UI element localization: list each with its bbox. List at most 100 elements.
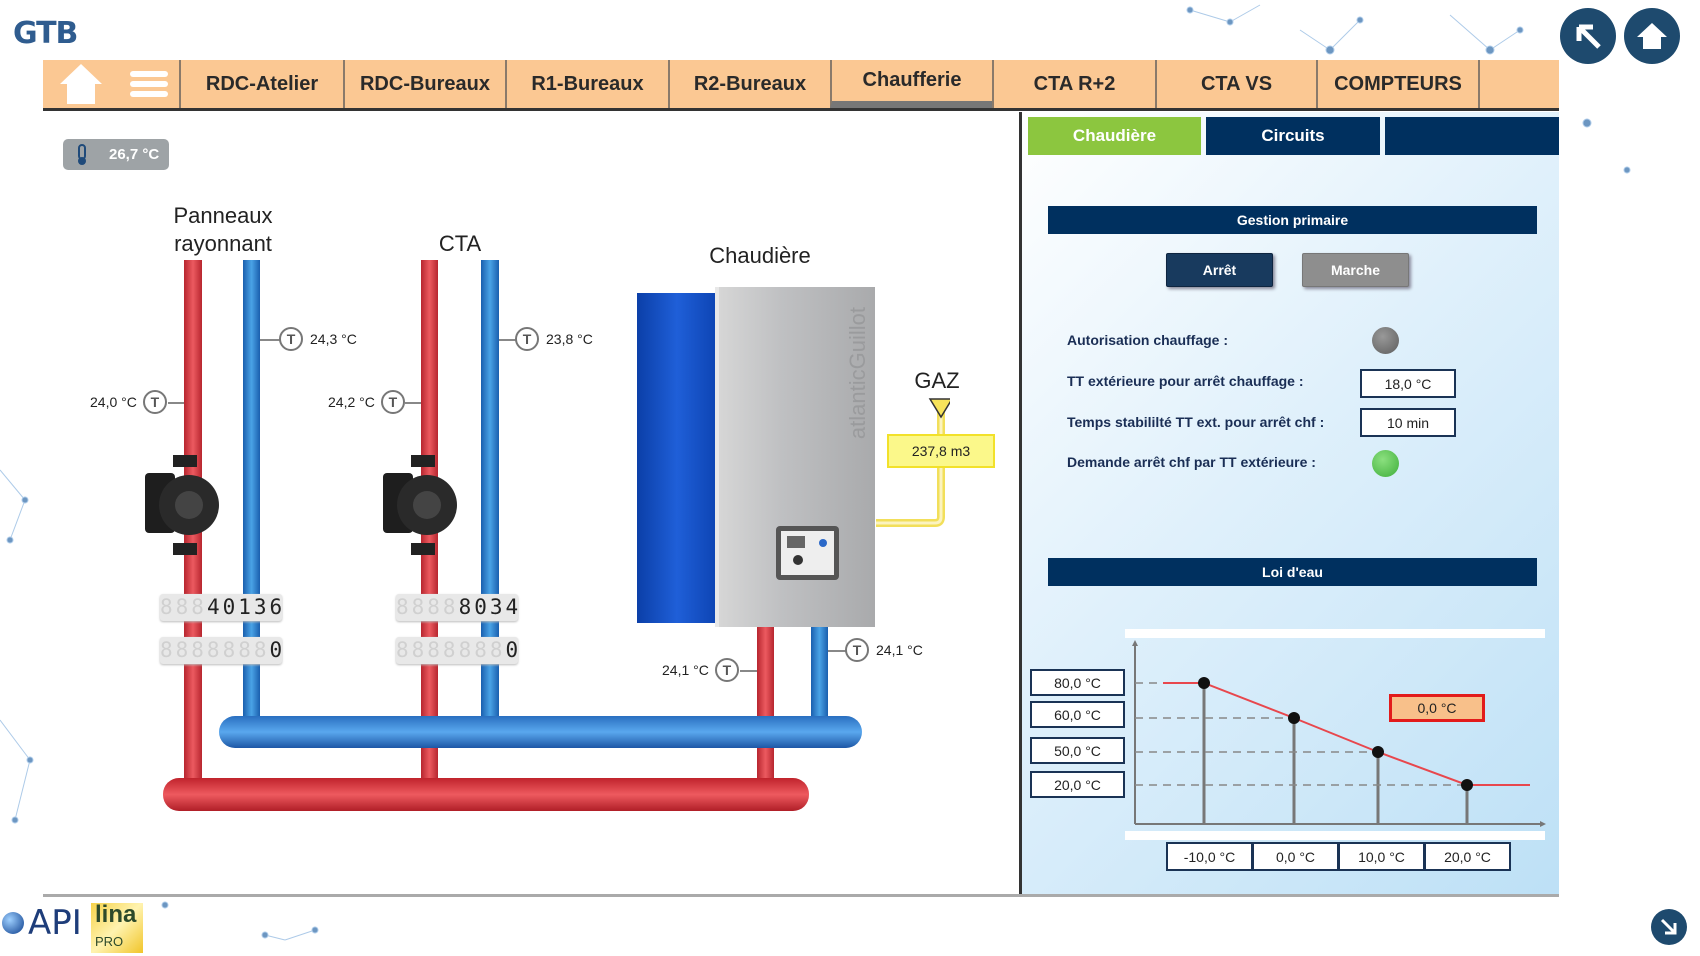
meter-value: 40136	[206, 595, 286, 619]
tab-rdc-bureaux[interactable]: RDC-Bureaux	[343, 60, 505, 108]
boiler-control-panel	[776, 526, 839, 580]
arrow-up-left-icon	[1576, 24, 1601, 49]
boiler-front: atlanticGuillot	[715, 287, 875, 627]
sensor-stem	[260, 339, 280, 341]
main-nav: RDC-Atelier RDC-Bureaux R1-Bureaux R2-Bu…	[43, 60, 1559, 111]
stop-button[interactable]: Arrêt	[1166, 253, 1273, 287]
demande-arret-indicator	[1372, 450, 1399, 477]
loi-deau-header: Loi d'eau	[1048, 558, 1537, 586]
cta-pump-icon	[383, 455, 457, 555]
panel-tab-chaudiere[interactable]: Chaudière	[1028, 117, 1201, 155]
gestion-primaire-header: Gestion primaire	[1048, 206, 1537, 234]
panneaux-return-sensor: T 24,3 °C	[279, 327, 357, 351]
api-logo: API	[2, 903, 82, 943]
panel-tab-empty[interactable]	[1385, 117, 1559, 155]
autorisation-chauffage-label: Autorisation chauffage :	[1067, 332, 1229, 348]
thermometer-icon	[78, 143, 86, 165]
home-icon	[1637, 23, 1667, 49]
tab-compteurs[interactable]: COMPTEURS	[1316, 60, 1478, 108]
home-icon	[60, 64, 102, 104]
tab-r1-bureaux[interactable]: R1-Bureaux	[505, 60, 668, 108]
supply-collector	[163, 778, 809, 811]
run-button[interactable]: Marche	[1302, 253, 1409, 287]
boiler-return-pipe	[811, 613, 828, 720]
home-button[interactable]	[1624, 8, 1680, 64]
temperature-sensor-icon: T	[515, 327, 539, 351]
tab-rdc-atelier[interactable]: RDC-Atelier	[179, 60, 343, 108]
x-label-3[interactable]: 20,0 °C	[1424, 842, 1511, 871]
gas-pipe	[876, 398, 950, 527]
gas-valve-icon	[928, 398, 950, 419]
y-label-3[interactable]: 20,0 °C	[1030, 771, 1125, 798]
panneaux-label-line2: rayonnant	[174, 231, 272, 256]
meter-ghost-digits: 8888	[396, 595, 459, 619]
tab-cta-r2[interactable]: CTA R+2	[992, 60, 1155, 108]
ambient-temperature-badge: 26,7 °C	[63, 139, 169, 170]
meter-value: 8034	[458, 595, 522, 619]
tt-ext-arret-input[interactable]: 18,0 °C	[1360, 369, 1456, 398]
nav-home-button[interactable]	[43, 60, 119, 108]
demande-arret-label: Demande arrêt chf par TT extérieure :	[1067, 454, 1316, 470]
meter-ghost-digits: 8888888	[396, 638, 506, 662]
panel-tab-circuits[interactable]: Circuits	[1206, 117, 1380, 155]
expand-button[interactable]	[1651, 909, 1687, 945]
boiler-return-sensor: T 24,1 °C	[845, 638, 923, 662]
autorisation-chauffage-indicator	[1372, 327, 1399, 354]
axis-arrows	[1132, 640, 1546, 827]
curve-point-2	[1372, 746, 1384, 758]
meter-ghost-digits: 888	[160, 595, 207, 619]
boiler-side	[637, 293, 717, 623]
panneaux-energy-meter: 88840136	[160, 594, 282, 621]
sensor-value: 24,3 °C	[310, 331, 357, 347]
nav-menu-button[interactable]	[119, 60, 179, 108]
tt-ext-arret-label: TT extérieure pour arrêt chauffage :	[1067, 373, 1304, 389]
back-button[interactable]	[1560, 8, 1616, 64]
tab-chaufferie[interactable]: Chaufferie	[830, 60, 992, 108]
cta-return-sensor: T 23,8 °C	[515, 327, 593, 351]
cta-label: CTA	[438, 231, 482, 256]
panneaux-volume-meter: 88888880	[160, 637, 282, 664]
sensor-stem	[740, 670, 757, 672]
boiler-supply-pipe	[757, 618, 774, 780]
y-label-1[interactable]: 60,0 °C	[1030, 701, 1125, 728]
cta-volume-meter: 88888880	[396, 637, 518, 664]
x-label-0[interactable]: -10,0 °C	[1166, 842, 1253, 871]
meter-ghost-digits: 8888888	[160, 638, 270, 662]
gaz-label: GAZ	[914, 368, 960, 393]
gas-volume-display: 237,8 m3	[887, 434, 995, 468]
ambient-temperature-value: 26,7 °C	[109, 146, 160, 163]
x-label-2[interactable]: 10,0 °C	[1338, 842, 1425, 871]
x-label-1[interactable]: 0,0 °C	[1252, 842, 1339, 871]
chart-top-strip	[1125, 629, 1545, 638]
sensor-value: 23,8 °C	[546, 331, 593, 347]
temperature-sensor-icon: T	[714, 658, 739, 682]
boiler-supply-sensor: 24,1 °C T	[662, 658, 739, 682]
boiler-brand: atlanticGuillot	[845, 307, 870, 440]
panneaux-label: Panneaux rayonnant	[143, 202, 303, 258]
tab-r2-bureaux[interactable]: R2-Bureaux	[668, 60, 830, 108]
curve-point-1	[1288, 712, 1300, 724]
sensor-value: 24,1 °C	[876, 642, 923, 658]
hamburger-menu-icon	[130, 71, 168, 97]
temperature-sensor-icon: T	[845, 638, 869, 662]
tab-cta-vs[interactable]: CTA VS	[1155, 60, 1316, 108]
return-collector	[219, 716, 862, 748]
arrow-down-right-icon	[1660, 918, 1677, 935]
sensor-value: 24,1 °C	[662, 662, 709, 678]
y-label-2[interactable]: 50,0 °C	[1030, 737, 1125, 764]
temperature-sensor-icon: T	[279, 327, 303, 351]
chart-bottom-strip	[1125, 831, 1545, 840]
curve-point-0	[1198, 677, 1210, 689]
panneaux-label-line1: Panneaux	[173, 203, 273, 228]
chaudiere-label: Chaudière	[709, 243, 811, 268]
footer-divider	[43, 894, 1559, 897]
tab-empty	[1478, 60, 1559, 108]
y-label-0[interactable]: 80,0 °C	[1030, 669, 1125, 696]
temps-stabilite-input[interactable]: 10 min	[1360, 408, 1456, 437]
app-title: GTB	[13, 16, 78, 51]
sensor-value: 24,2 °C	[328, 394, 375, 410]
